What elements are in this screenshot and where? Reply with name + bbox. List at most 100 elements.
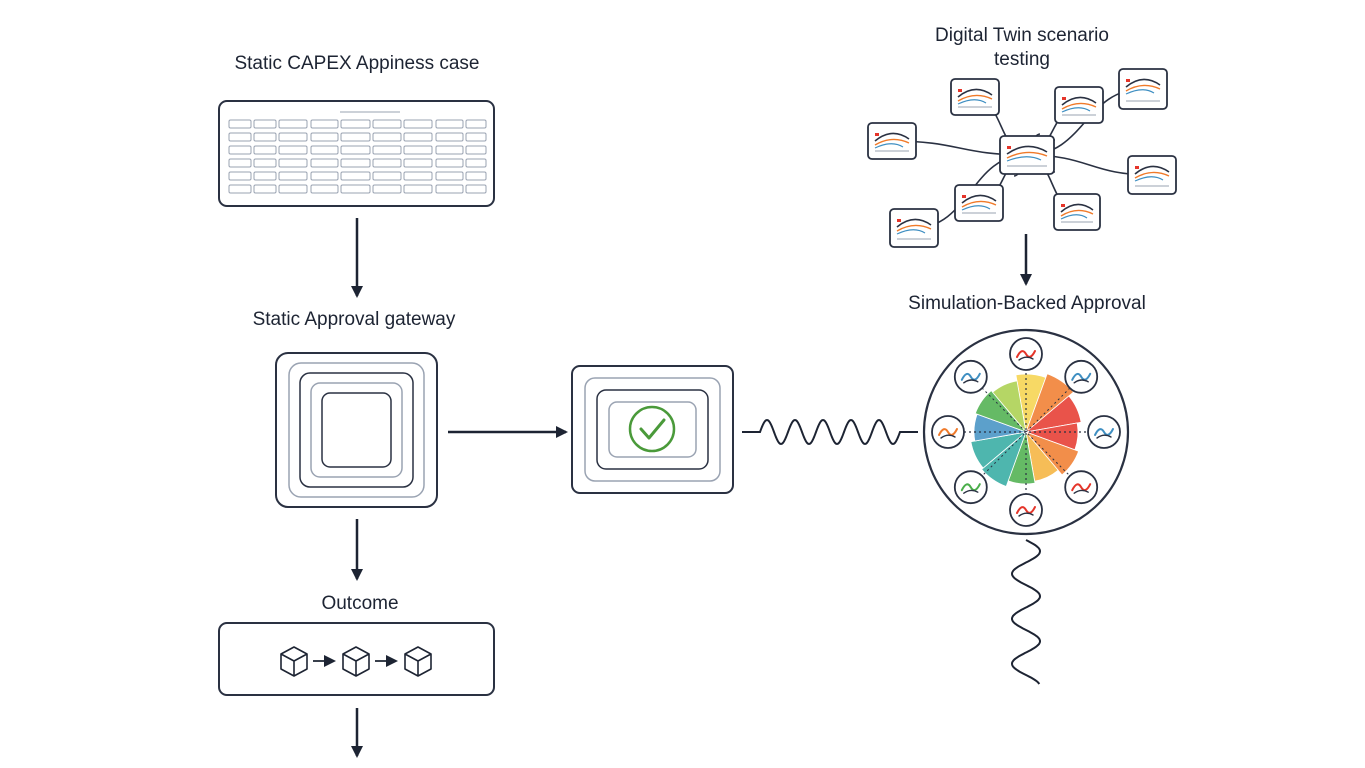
- scenario-icon: [931, 415, 965, 449]
- spreadsheet-cell: [228, 158, 252, 168]
- spreadsheet-cell: [435, 184, 464, 194]
- chart-node-icon: [950, 78, 1000, 116]
- spreadsheet-cell: [403, 184, 433, 194]
- sim-approval-title: Simulation-Backed Approval: [908, 293, 1146, 314]
- spreadsheet-cell: [228, 184, 252, 194]
- cube-icon: [404, 646, 432, 677]
- spreadsheet-cell: [372, 171, 402, 181]
- spreadsheet-cell: [253, 119, 277, 129]
- spreadsheet-cell: [278, 132, 308, 142]
- spreadsheet-cell: [372, 132, 402, 142]
- spreadsheet-cell: [228, 145, 252, 155]
- wheel-segment: [981, 430, 1027, 488]
- spreadsheet-grid: [228, 119, 487, 194]
- chart-node-icon: [1053, 193, 1101, 231]
- wheel-segment: [1024, 431, 1080, 476]
- spreadsheet-cell: [310, 158, 339, 168]
- spreadsheet-cell: [253, 184, 277, 194]
- scenario-icon: [1087, 415, 1121, 449]
- spreadsheet-cell: [340, 119, 371, 129]
- spreadsheet-cell: [310, 132, 339, 142]
- spreadsheet-cell: [340, 184, 371, 194]
- scenario-icon: [1064, 359, 1099, 394]
- wheel-axis: [981, 387, 1071, 477]
- spreadsheet-cell: [372, 184, 402, 194]
- simulation-wheel: [922, 328, 1130, 536]
- scenario-icon: [953, 470, 988, 505]
- scenario-icon: [1009, 493, 1043, 527]
- wheel-segment: [974, 390, 1028, 433]
- spreadsheet-cell: [372, 158, 402, 168]
- spreadsheet-cell: [465, 171, 487, 181]
- scenario-icon: [1009, 337, 1043, 371]
- spreadsheet-cell: [253, 145, 277, 155]
- chart-node-icon: [889, 208, 939, 248]
- chart-node-icon: [867, 122, 917, 160]
- digital-twin-network: [867, 68, 1177, 248]
- outcome-box: [218, 622, 495, 696]
- spreadsheet-cell: [253, 132, 277, 142]
- spreadsheet-cell: [435, 119, 464, 129]
- spreadsheet-cell: [465, 158, 487, 168]
- spreadsheet-cell: [278, 171, 308, 181]
- cube-icon: [280, 646, 308, 677]
- chart-node-icon: [1118, 68, 1168, 110]
- wheel-segment: [1025, 373, 1075, 434]
- spreadsheet-cell: [278, 158, 308, 168]
- spreadsheet-cell: [435, 145, 464, 155]
- spreadsheet-cell: [372, 119, 402, 129]
- spreadsheet-cell: [465, 184, 487, 194]
- chart-node-icon: [1127, 155, 1177, 195]
- scenario-icon: [953, 359, 988, 394]
- spreadsheet-cell: [372, 145, 402, 155]
- spreadsheet-cell: [340, 132, 371, 142]
- wheel-axis: [981, 387, 1071, 477]
- spreadsheet-cell: [340, 158, 371, 168]
- static-gateway-box: [275, 352, 438, 508]
- spreadsheet-cell: [435, 171, 464, 181]
- spreadsheet-cell: [403, 171, 433, 181]
- capex-spreadsheet: [218, 100, 495, 207]
- digital-twin-title-line2: testing: [994, 49, 1050, 70]
- digital-twin-title: Digital Twin scenario testing: [872, 24, 1172, 72]
- spreadsheet-cell: [403, 158, 433, 168]
- chart-node-icon: [954, 184, 1004, 222]
- spreadsheet-cell: [435, 158, 464, 168]
- spreadsheet-cell: [340, 171, 371, 181]
- scenario-icon: [1064, 470, 1099, 505]
- spreadsheet-cell: [278, 145, 308, 155]
- outcome-title: Outcome: [321, 593, 399, 614]
- wheel-segment: [1024, 395, 1082, 433]
- spreadsheet-cell: [278, 119, 308, 129]
- spreadsheet-cell: [403, 145, 433, 155]
- chart-node-icon: [1054, 86, 1104, 124]
- check-icon: [628, 405, 676, 453]
- spreadsheet-cell: [253, 158, 277, 168]
- spreadsheet-cell: [435, 132, 464, 142]
- spreadsheet-cell: [465, 132, 487, 142]
- wheel-segment: [992, 380, 1027, 434]
- spreadsheet-cell: [403, 132, 433, 142]
- spreadsheet-cell: [403, 119, 433, 129]
- spreadsheet-cell: [340, 145, 371, 155]
- spreadsheet-cell: [310, 119, 339, 129]
- wave-connector-horizontal: [742, 418, 918, 446]
- capex-case-title: Static CAPEX Appiness case: [234, 53, 480, 74]
- spreadsheet-cell: [465, 119, 487, 129]
- wheel-segment: [970, 431, 1028, 469]
- spreadsheet-cell: [465, 145, 487, 155]
- spreadsheet-cell: [278, 184, 308, 194]
- digital-twin-title-line1: Digital Twin scenario: [935, 25, 1109, 46]
- cube-icon: [342, 646, 370, 677]
- spreadsheet-cell: [310, 145, 339, 155]
- spreadsheet-cell: [253, 171, 277, 181]
- spreadsheet-cell: [310, 171, 339, 181]
- chart-node-icon: [999, 135, 1055, 175]
- spreadsheet-cell: [310, 184, 339, 194]
- static-gateway-title: Static Approval gateway: [252, 309, 456, 330]
- spreadsheet-cell: [228, 171, 252, 181]
- wave-connector-vertical: [1010, 539, 1042, 685]
- spreadsheet-cell: [228, 119, 252, 129]
- spreadsheet-cell: [228, 132, 252, 142]
